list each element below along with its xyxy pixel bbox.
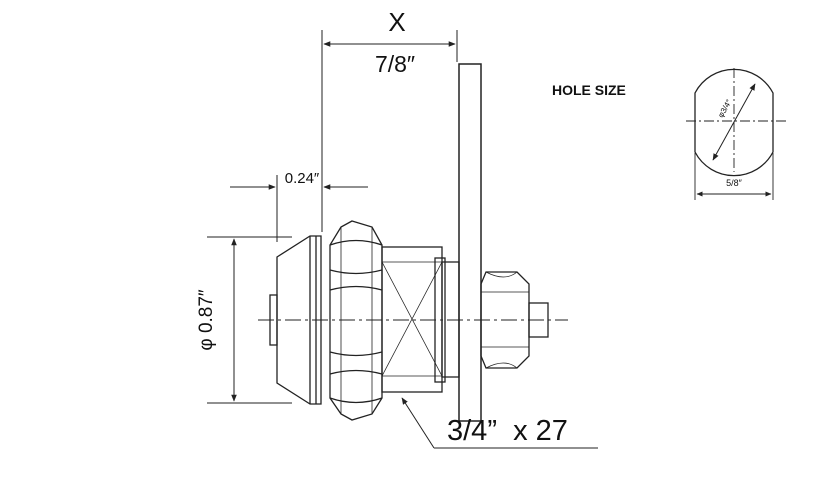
- hex-nut: [329, 220, 383, 421]
- mounting-plate: [458, 63, 482, 422]
- x-value-label: 7/8″: [375, 51, 415, 77]
- rear-nut: [480, 271, 530, 369]
- x-dimension-label: X: [388, 7, 405, 37]
- hole-diameter-label: φ3/4″: [716, 98, 733, 119]
- x-dimension: [321, 30, 458, 232]
- diameter-dimension: [207, 236, 292, 404]
- threaded-body: [381, 246, 460, 393]
- offset-label: 0.24″: [285, 170, 320, 187]
- offset-dimension: [230, 175, 368, 242]
- diameter-label: φ 0.87″: [196, 289, 217, 351]
- hole-size-diagram: [686, 68, 788, 200]
- thread-label: 3/4” x 27: [447, 415, 568, 447]
- thread-leader: [401, 397, 598, 449]
- hole-flat-label: 5/8″: [726, 178, 743, 188]
- hole-size-title: HOLE SIZE: [552, 82, 626, 98]
